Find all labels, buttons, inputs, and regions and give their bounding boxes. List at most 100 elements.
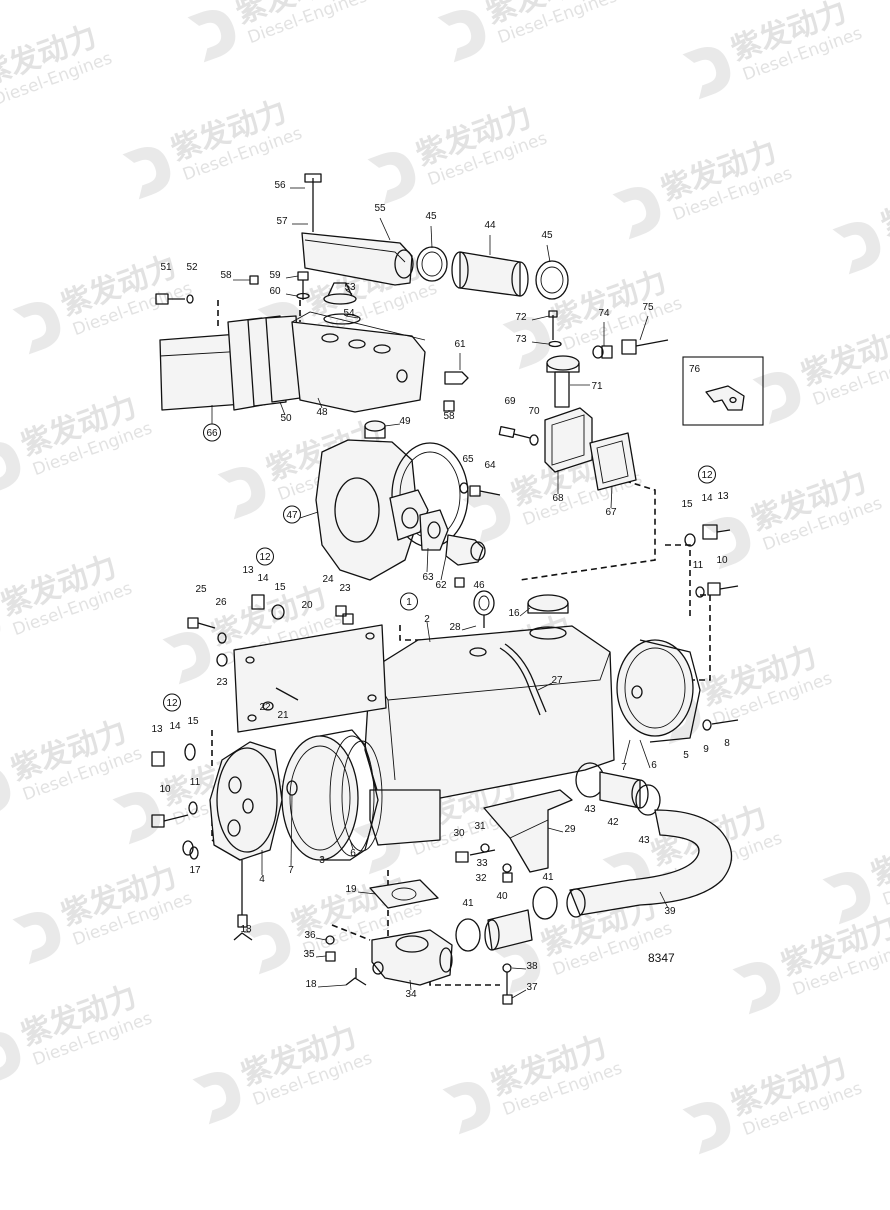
callout-3: 3: [319, 855, 325, 866]
callout-2: 2: [424, 614, 430, 625]
gaskets-50: [227, 315, 301, 411]
callout-13: 13: [242, 565, 254, 576]
circled-callout-1: 1: [400, 592, 418, 611]
leader-lines: [211, 187, 669, 999]
elbow-small-parts: [325, 935, 513, 1005]
inset-bracket-76: 76: [682, 356, 764, 426]
callout-10: 10: [716, 555, 728, 566]
callout-58: 58: [220, 270, 232, 281]
circled-callout-12: 12: [163, 693, 181, 712]
callout-32: 32: [475, 873, 487, 884]
callout-circle: [283, 505, 301, 524]
callout-14: 14: [257, 573, 269, 584]
callout-21: 21: [277, 710, 289, 721]
watermark-logo-icon: [702, 517, 751, 570]
callout-73: 73: [515, 334, 527, 345]
callout-22: 22: [259, 702, 271, 713]
pump-bolt-64: [454, 482, 501, 588]
callout-51: 51: [160, 262, 172, 273]
callout-7: 7: [621, 762, 627, 773]
callout-15: 15: [681, 499, 693, 510]
drawing-number: 8347: [648, 951, 675, 965]
water-pump-47: [315, 439, 486, 581]
hose-40-41: [455, 886, 558, 952]
inset-label: 76: [689, 364, 701, 375]
callout-15: 15: [187, 716, 199, 727]
watermark-logo-icon: [437, 10, 486, 63]
callout-53: 53: [344, 282, 356, 293]
pipe-39: [566, 809, 733, 918]
manifold-48: [291, 311, 426, 413]
callout-29: 29: [564, 824, 576, 835]
callout-circle: [400, 592, 418, 611]
watermark-logo-icon: [832, 222, 881, 275]
callout-62: 62: [435, 580, 447, 591]
callout-68: 68: [552, 493, 564, 504]
elbow-34: [371, 929, 453, 986]
callout-58: 58: [443, 411, 455, 422]
watermark-logo-icon: [192, 1072, 241, 1125]
circled-callout-66: 66: [203, 423, 221, 442]
hose-44: [451, 251, 529, 297]
right-bolts: [684, 524, 739, 731]
callout-69: 69: [504, 396, 516, 407]
watermark-logo-icon: [12, 302, 61, 355]
watermark-logo-icon: [462, 492, 511, 545]
callout-64: 64: [484, 460, 496, 471]
callout-20: 20: [301, 600, 313, 611]
callout-24: 24: [322, 574, 334, 585]
callout-8: 8: [724, 738, 730, 749]
circled-callout-12: 12: [698, 465, 716, 484]
callout-45: 45: [425, 211, 437, 222]
callout-17: 17: [189, 865, 201, 876]
callout-31: 31: [474, 821, 486, 832]
bolt-51: [155, 293, 194, 305]
callout-circle: [256, 547, 274, 566]
callout-25: 25: [195, 584, 207, 595]
watermark-logo-icon: [612, 187, 661, 240]
callout-67: 67: [605, 507, 617, 518]
callout-4: 4: [259, 874, 265, 885]
callout-14: 14: [701, 493, 713, 504]
callout-27: 27: [551, 675, 563, 686]
circled-callout-label: 12: [701, 470, 713, 481]
watermark-logo-icon: [442, 1082, 491, 1135]
callout-16: 16: [508, 608, 520, 619]
callout-40: 40: [496, 891, 508, 902]
watermark-logo-icon: [752, 372, 801, 425]
callout-63: 63: [422, 572, 434, 583]
callout-34: 34: [405, 989, 417, 1000]
end-cover-right-5: [616, 639, 701, 743]
watermark-logo-icon: [162, 632, 211, 685]
bolt-74-75: [592, 339, 669, 359]
thermostat-53: [323, 282, 361, 325]
watermark-logo-icon: [187, 10, 236, 63]
callout-43: 43: [584, 804, 596, 815]
drain-bolts-left: [151, 743, 253, 941]
watermark-logo-icon: [822, 872, 871, 925]
callout-14: 14: [169, 721, 181, 732]
callout-33: 33: [476, 858, 488, 869]
callout-56: 56: [274, 180, 286, 191]
callout-35: 35: [303, 949, 315, 960]
end-cover-left-4: [209, 741, 283, 861]
callout-13: 13: [151, 724, 163, 735]
watermark-logo-icon: [492, 942, 541, 995]
callout-circle: [203, 423, 221, 442]
callout-5: 5: [683, 750, 689, 761]
callout-71: 71: [591, 381, 603, 392]
circled-callout-label: 1: [406, 597, 412, 608]
callout-30: 30: [453, 828, 465, 839]
exhaust-elbow-55: [301, 173, 414, 286]
circled-callout-47: 47: [283, 505, 301, 524]
